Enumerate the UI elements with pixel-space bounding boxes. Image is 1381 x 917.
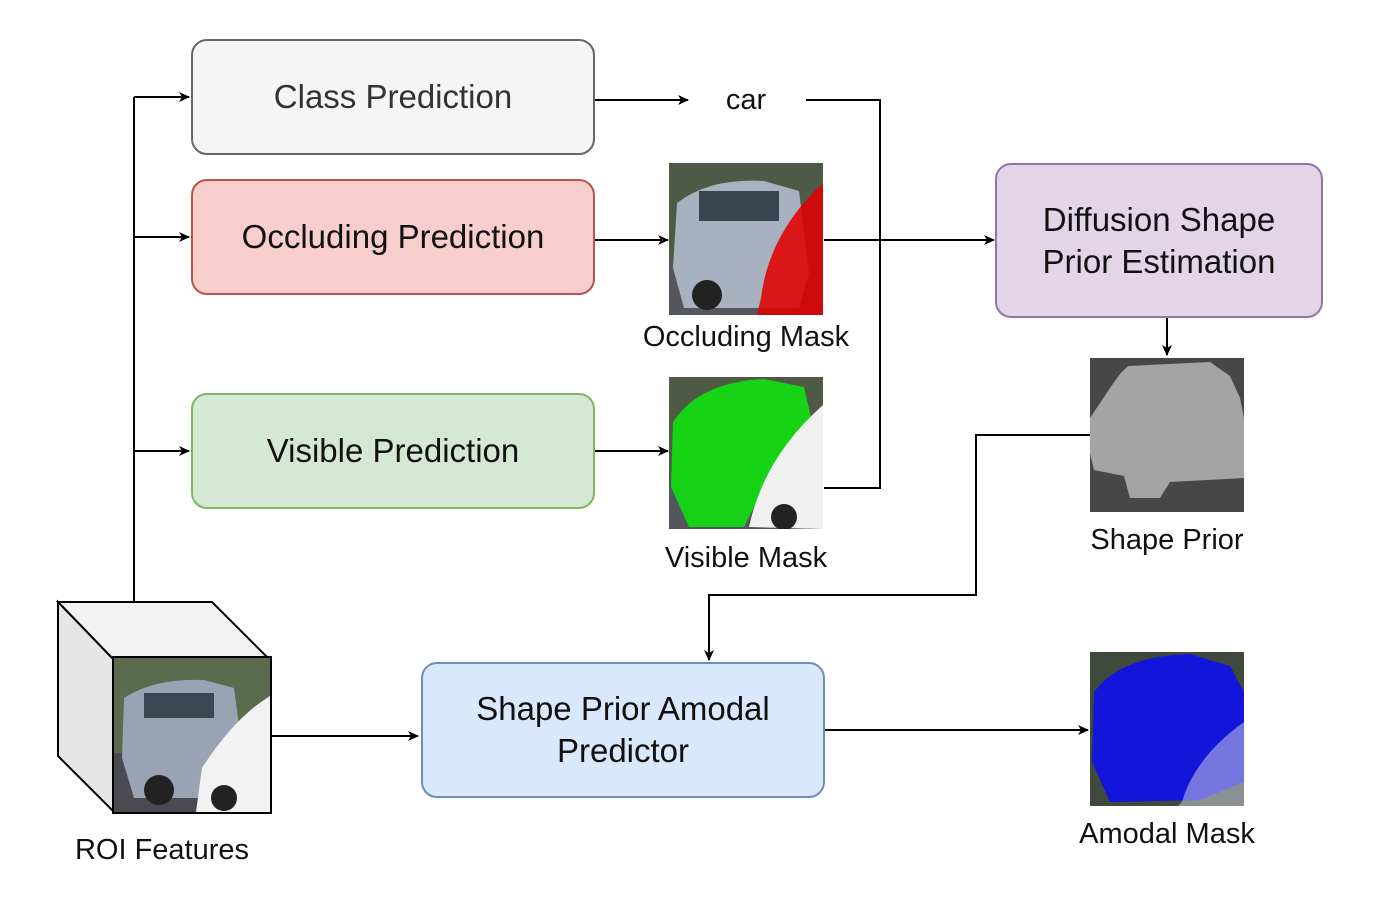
amodal-predictor-label-line2: Predictor xyxy=(556,732,690,769)
class-prediction-label: Class Prediction xyxy=(273,78,513,115)
occluding-mask-image xyxy=(669,163,823,315)
occluding-prediction-label: Occluding Prediction xyxy=(241,218,545,255)
shape-prior-amodal-predictor-box: Shape Prior Amodal Predictor xyxy=(421,662,825,798)
diffusion-label-line2: Prior Estimation xyxy=(1042,242,1276,280)
class-prediction-box: Class Prediction xyxy=(191,39,595,155)
diffusion-label-line1: Diffusion Shape xyxy=(1042,200,1276,238)
shape-prior-image xyxy=(1090,358,1244,512)
arrow-prior-to-predictor xyxy=(704,434,1090,661)
diffusion-shape-prior-box: Diffusion Shape Prior Estimation xyxy=(995,163,1323,318)
roi-features-label: ROI Features xyxy=(74,834,250,866)
line-car-to-bus xyxy=(806,99,881,489)
amodal-predictor-label-line1: Shape Prior Amodal xyxy=(476,690,770,727)
roi-features-cube xyxy=(55,599,273,815)
class-output-label: car xyxy=(725,84,767,116)
occluding-mask-label: Occluding Mask xyxy=(642,321,850,353)
roi-feature-image xyxy=(112,656,272,814)
amodal-mask-label: Amodal Mask xyxy=(1079,818,1255,850)
visible-mask-label: Visible Mask xyxy=(664,542,828,574)
visible-mask-image xyxy=(669,377,823,529)
amodal-mask-image xyxy=(1090,652,1244,806)
occluding-prediction-box: Occluding Prediction xyxy=(191,179,595,295)
visible-prediction-label: Visible Prediction xyxy=(266,432,520,469)
shape-prior-label: Shape Prior xyxy=(1090,524,1244,556)
visible-prediction-box: Visible Prediction xyxy=(191,393,595,509)
